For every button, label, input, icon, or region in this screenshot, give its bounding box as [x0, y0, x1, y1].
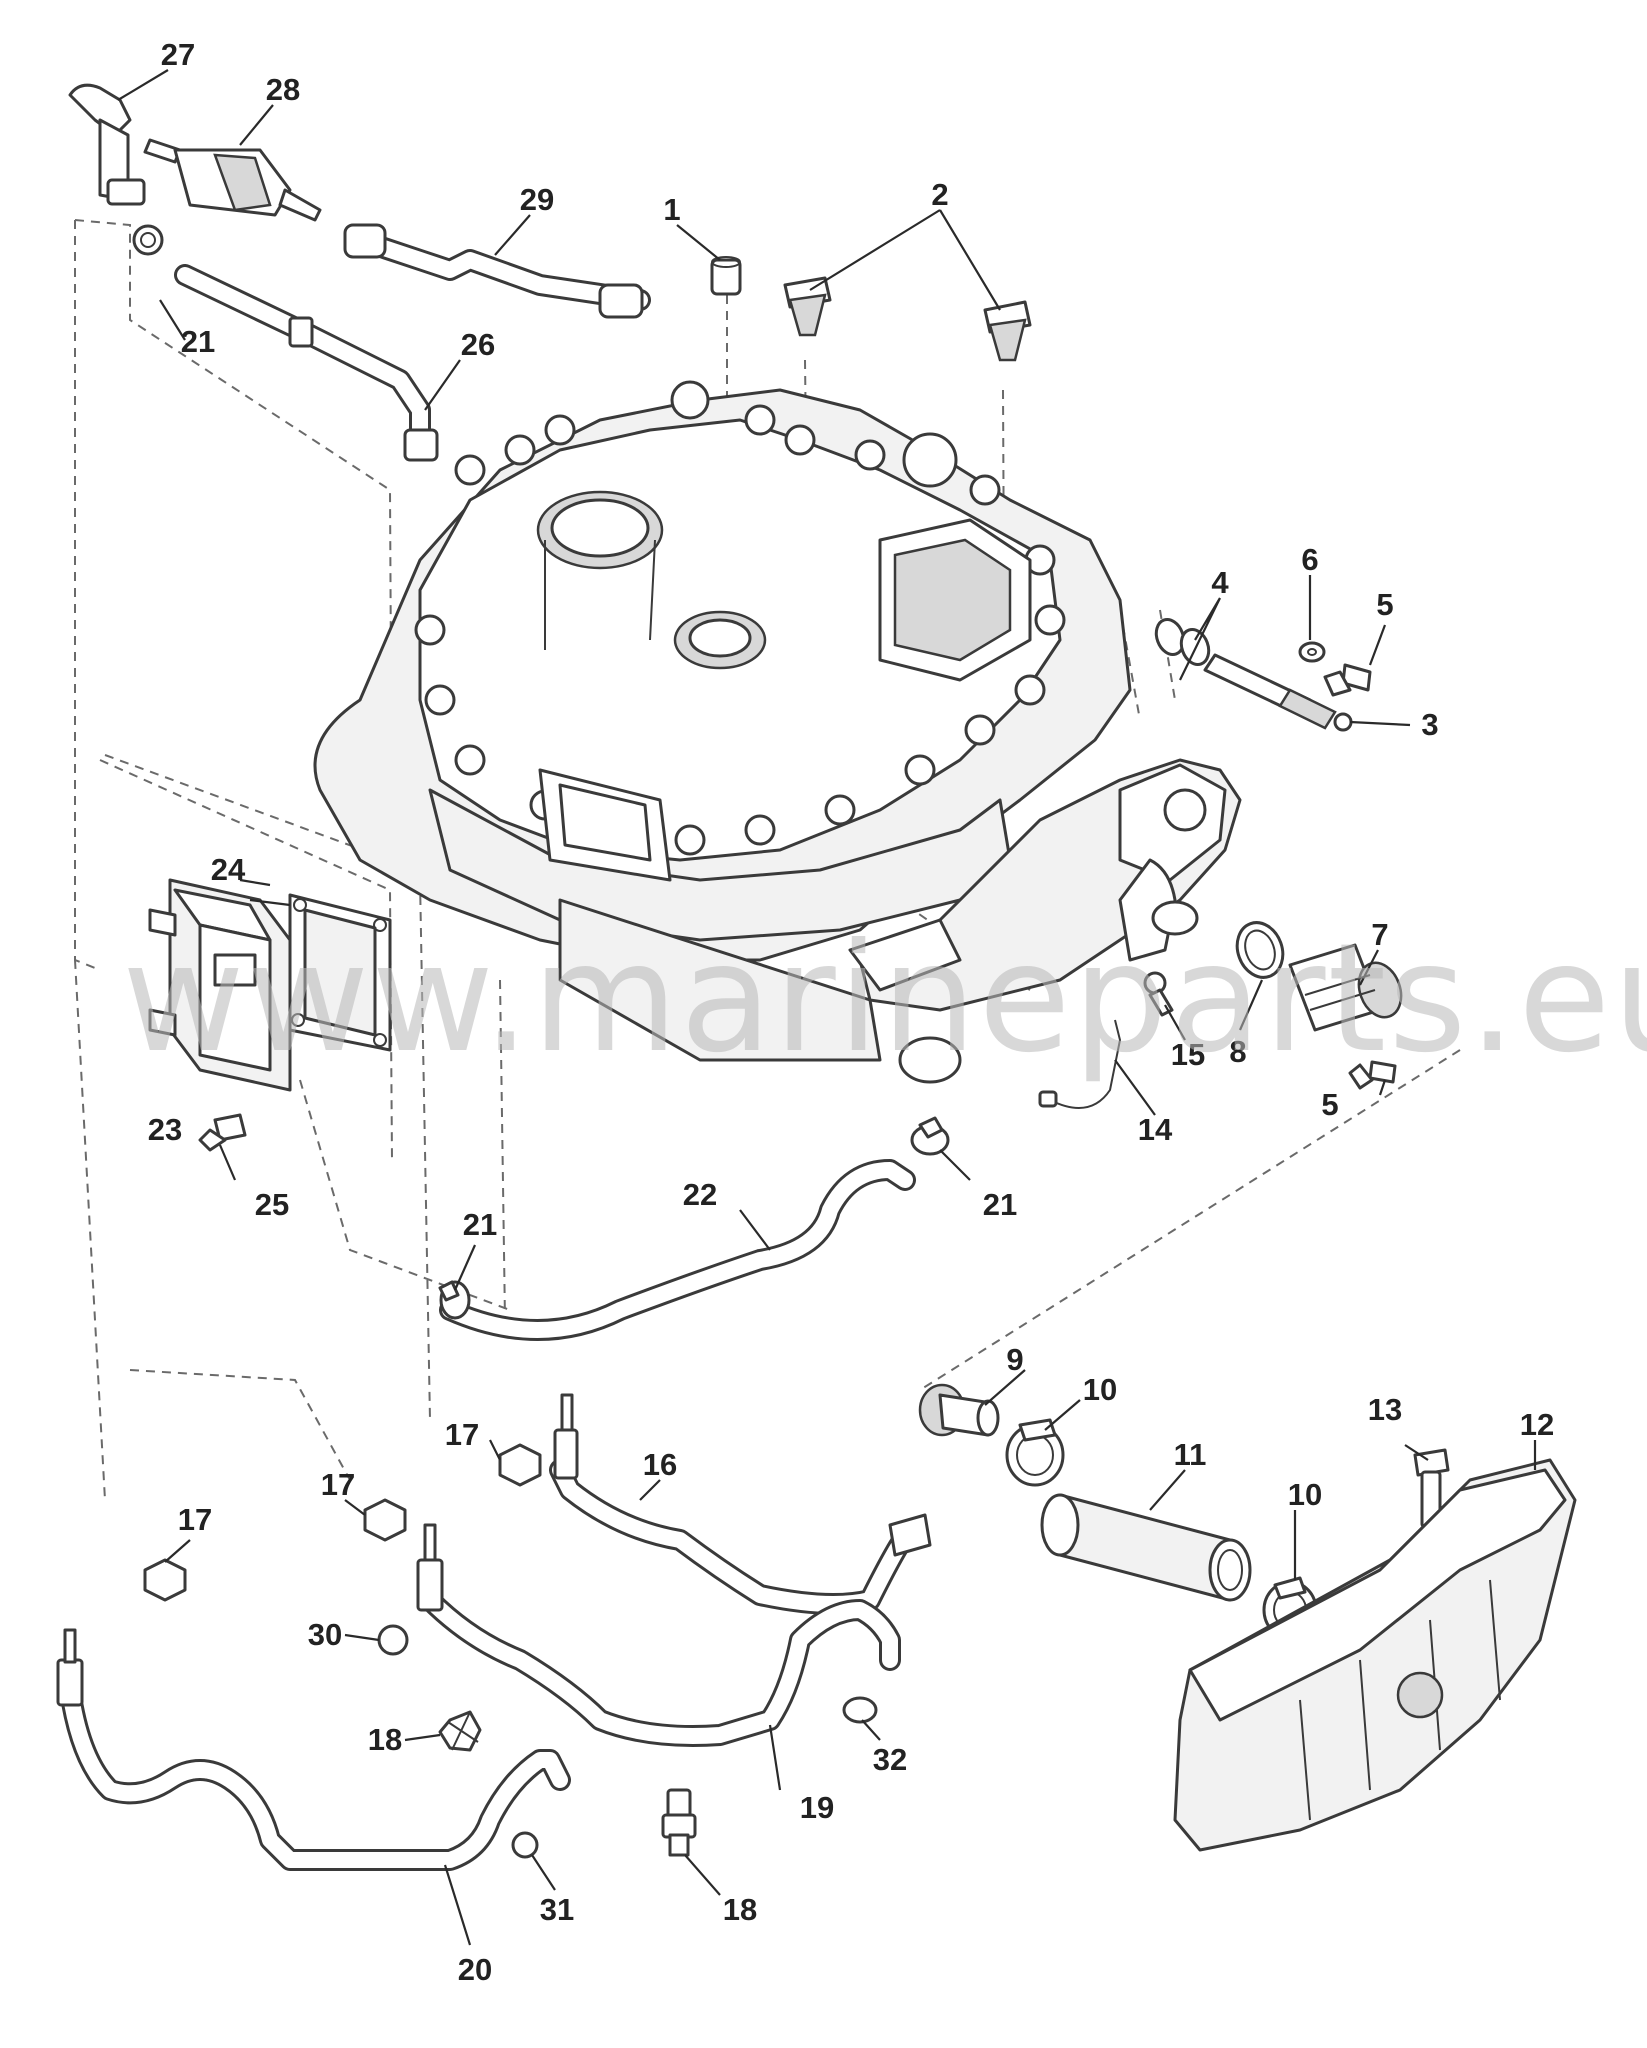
fuel-filter-28 [143, 138, 322, 222]
callout-20: 20 [458, 1952, 492, 1987]
callout-5b: 5 [1321, 1087, 1338, 1122]
callout-1: 1 [663, 192, 680, 227]
clip-18-left [438, 1710, 482, 1752]
hose-11 [1040, 1493, 1252, 1602]
cover-23 [148, 878, 292, 1092]
fitting-27 [68, 83, 146, 206]
bolt-5-top [1323, 663, 1372, 697]
dowel-pin-1 [710, 256, 742, 296]
fitting-7 [1288, 943, 1403, 1032]
hose-clamp-10-left [1005, 1418, 1065, 1487]
hose-16 [549, 1393, 932, 1615]
callout-19: 19 [800, 1790, 834, 1825]
watermark: www.marineparts.eu [122, 912, 1647, 1086]
callout-16: 16 [643, 1447, 677, 1482]
tube-3 [1203, 653, 1353, 732]
callout-21a: 21 [181, 324, 215, 359]
callout-26: 26 [461, 327, 495, 362]
plug-2-right [983, 300, 1032, 362]
cover-12 [1173, 1458, 1577, 1852]
adapter-plate-housing [313, 380, 1242, 1084]
callout-21b: 21 [983, 1187, 1017, 1222]
callout-18b: 18 [723, 1892, 757, 1927]
callout-numbers: 1 2 3 4 5 5 6 7 8 9 10 10 11 12 13 14 15… [148, 37, 1554, 1987]
nut-17-c [143, 1558, 187, 1602]
callout-4: 4 [1211, 565, 1229, 600]
callout-8: 8 [1229, 1034, 1246, 1069]
callout-23: 23 [148, 1112, 182, 1147]
callout-7: 7 [1371, 917, 1388, 952]
callout-32: 32 [873, 1742, 907, 1777]
callout-17c: 17 [178, 1502, 212, 1537]
callout-30: 30 [308, 1617, 342, 1652]
o-ring-8 [1235, 921, 1285, 979]
callout-9: 9 [1006, 1342, 1023, 1377]
hose-clamp-21-top [132, 224, 164, 256]
hose-clamp-21-right [910, 1116, 950, 1156]
fuel-line-26 [174, 264, 439, 462]
callout-5a: 5 [1376, 587, 1393, 622]
leader-lines [117, 69, 1537, 1946]
callout-17b: 17 [321, 1467, 355, 1502]
gasket-24 [288, 893, 392, 1052]
callout-14: 14 [1138, 1112, 1173, 1147]
callout-31: 31 [540, 1892, 574, 1927]
callout-24: 24 [211, 852, 246, 887]
callout-17a: 17 [445, 1417, 479, 1452]
callout-3: 3 [1421, 707, 1438, 742]
callout-10b: 10 [1288, 1477, 1322, 1512]
hose-clamp-21-left [438, 1280, 471, 1320]
sensor-wire-14 [1038, 1019, 1122, 1109]
callout-28: 28 [266, 72, 300, 107]
hose-22 [439, 1159, 916, 1341]
sensor-18-bottom [661, 1788, 697, 1857]
callout-13: 13 [1368, 1392, 1402, 1427]
fuel-line-29 [343, 223, 651, 319]
bolt-25 [198, 1113, 247, 1152]
hose-19 [416, 1523, 901, 1747]
clip-30 [377, 1624, 409, 1656]
callout-29: 29 [520, 182, 554, 217]
callout-6: 6 [1301, 542, 1318, 577]
fitting-9 [918, 1383, 1000, 1437]
callout-2: 2 [931, 177, 948, 212]
clip-31 [511, 1831, 539, 1859]
callout-22: 22 [683, 1177, 717, 1212]
callout-21c: 21 [463, 1207, 497, 1242]
washer-6 [1298, 641, 1326, 663]
callout-25: 25 [255, 1187, 289, 1222]
nut-17-b [363, 1498, 407, 1542]
callout-27: 27 [161, 37, 195, 72]
bolt-5-lower [1348, 1060, 1397, 1090]
clip-32 [842, 1696, 878, 1724]
hose-20 [56, 1628, 571, 1871]
callout-10a: 10 [1083, 1372, 1117, 1407]
callout-11: 11 [1174, 1437, 1207, 1472]
nut-17-a [498, 1443, 542, 1487]
callout-15: 15 [1171, 1037, 1205, 1072]
callout-18a: 18 [368, 1722, 402, 1757]
plug-2-left [783, 276, 832, 337]
callout-12: 12 [1520, 1407, 1554, 1442]
